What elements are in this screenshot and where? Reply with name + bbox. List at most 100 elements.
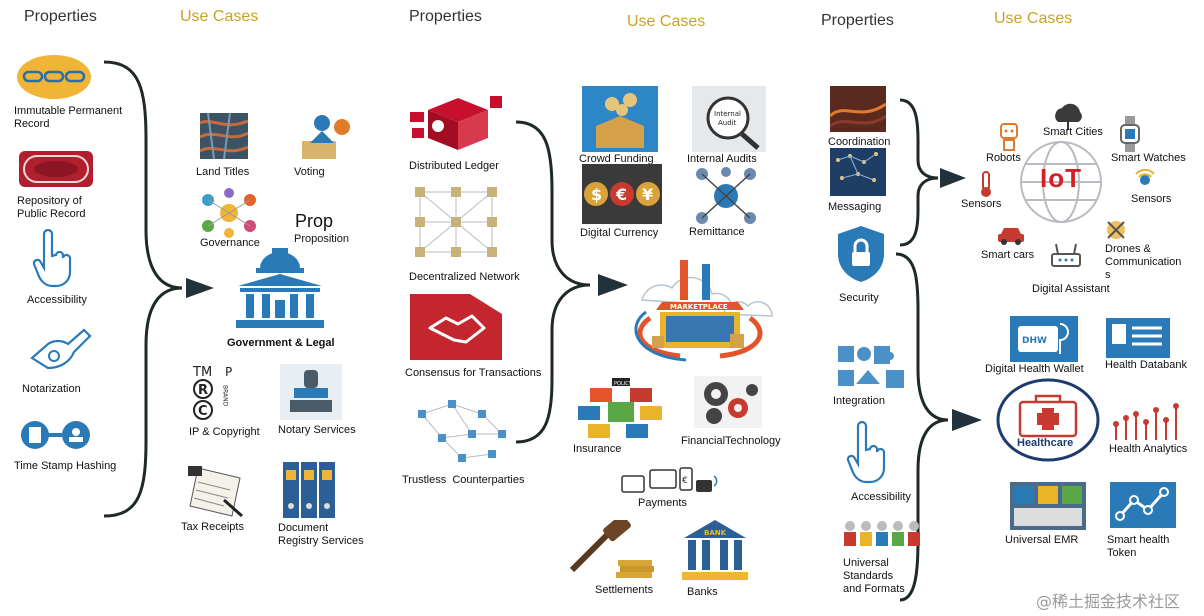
- document-registry-image: [283, 462, 335, 518]
- marketplace-hub-image: MARKETPLACE: [634, 260, 773, 362]
- property-coordination: Coordination: [828, 136, 891, 148]
- svg-text:$: $: [591, 185, 602, 204]
- svg-text:C: C: [198, 404, 208, 419]
- use-case-land-titles: Land Titles: [196, 166, 250, 178]
- digital-assistant-icon: [1051, 243, 1081, 267]
- use-case-digital-currency: Digital Currency: [580, 227, 659, 239]
- iot-globe-icon: [1020, 141, 1102, 223]
- health-universal-emr: Universal EMR: [1005, 534, 1079, 546]
- property-universal-standards: Universal Standards and Formats: [843, 557, 905, 595]
- notary-hand-icon: [30, 328, 92, 370]
- header-use-cases-2: Use Cases: [627, 13, 706, 30]
- property-trustless: Trustless Counterparties: [402, 474, 525, 486]
- header-use-cases-1: Use Cases: [180, 8, 259, 25]
- insurance-image: POLICY: [578, 378, 662, 438]
- iot-center-label: IoT: [1040, 163, 1082, 193]
- notary-services-image: [280, 364, 342, 420]
- use-case-notary-services: Notary Services: [278, 424, 356, 436]
- network-icon: [415, 187, 497, 257]
- tm-text: TM: [192, 365, 212, 380]
- property-distributed-ledger: Distributed Ledger: [409, 160, 499, 172]
- internal-audits-image: Internal Audit: [692, 86, 766, 152]
- svg-text:R: R: [198, 383, 208, 398]
- header-properties-3: Properties: [821, 12, 894, 29]
- ip-copyright-image: TM P R C BRAND: [192, 365, 232, 420]
- fintech-gears-image: [694, 376, 762, 428]
- iot-drones: Drones & Communication s: [1105, 243, 1182, 281]
- marketplace-sign: MARKETPLACE: [670, 303, 728, 311]
- chain-link-icon: [17, 55, 91, 99]
- arrow-section3-health: [952, 409, 982, 431]
- sensor-wave-icon: [1135, 168, 1155, 185]
- iot-smart-watches: Smart Watches: [1111, 152, 1186, 164]
- property-notarization: Notarization: [22, 383, 81, 395]
- property-repository-record: Repository of Public Record: [17, 195, 86, 220]
- p-text: P: [225, 365, 232, 379]
- nodes-icon: [418, 400, 506, 462]
- header-use-cases-3: Use Cases: [994, 10, 1073, 27]
- government-building-icon: [236, 248, 324, 328]
- health-healthcare-hub: Healthcare: [1017, 437, 1074, 449]
- puzzle-icon: [838, 346, 904, 388]
- health-analytics-icon: [1113, 403, 1179, 440]
- internal-audit-text-1: Internal: [714, 110, 741, 118]
- remittance-image: [696, 167, 756, 224]
- use-case-insurance: Insurance: [573, 443, 622, 455]
- brand-text: BRAND: [222, 385, 229, 407]
- property-security: Security: [839, 292, 879, 304]
- sensor-thermometer-icon: [981, 171, 991, 197]
- smart-car-icon: [998, 228, 1024, 245]
- property-messaging: Messaging: [828, 201, 882, 213]
- drone-icon: [1107, 221, 1125, 239]
- voting-image: [302, 115, 350, 159]
- use-case-tax-receipts: Tax Receipts: [181, 521, 244, 533]
- svg-text:€: €: [615, 185, 627, 204]
- watermark-text: @稀土掘金技术社区: [1036, 592, 1181, 611]
- iot-sensors-left: Sensors: [961, 198, 1002, 210]
- handshake-icon: [410, 294, 502, 360]
- use-case-settlements: Settlements: [595, 584, 654, 596]
- use-case-banks: Banks: [687, 586, 718, 598]
- crowd-funding-image: [582, 86, 658, 152]
- use-case-voting: Voting: [294, 166, 325, 178]
- iot-smart-cars: Smart cars: [981, 249, 1035, 261]
- digital-health-wallet-icon: DHW: [1010, 316, 1078, 362]
- robot-icon: [1000, 123, 1018, 151]
- bracket-section3-iot: [899, 98, 939, 180]
- bracket-section2: [515, 120, 591, 287]
- arrow-section1: [186, 278, 214, 298]
- universal-emr-icon: [1010, 482, 1086, 530]
- shield-lock-icon: [838, 226, 884, 282]
- health-databank-icon: [1106, 318, 1170, 358]
- iot-robots: Robots: [986, 152, 1021, 164]
- governance-image: [202, 188, 256, 238]
- use-case-document-registry: Document Registry Services: [278, 522, 364, 547]
- bank-building-image: BANK: [682, 520, 748, 580]
- ledger-icon: [410, 96, 502, 150]
- proposition-big-text: Prop: [295, 211, 334, 231]
- use-case-financial-technology: FinancialTechnology: [681, 435, 781, 447]
- digital-currency-image: $ € ¥: [582, 164, 662, 224]
- policy-text: POLICY: [614, 381, 633, 387]
- bracket-section3-iot-lower: [899, 176, 939, 247]
- arrow-section3-iot: [940, 168, 966, 188]
- property-decentralized-network: Decentralized Network: [409, 271, 520, 283]
- header-properties-2: Properties: [409, 8, 482, 25]
- use-case-crowd-funding: Crowd Funding: [579, 153, 654, 165]
- internal-audit-text-2: Audit: [718, 119, 737, 127]
- header-properties-1: Properties: [24, 8, 97, 25]
- use-case-payments: Payments: [638, 497, 687, 509]
- bracket-section3-health-lower: [899, 418, 949, 602]
- iot-sensors-right: Sensors: [1131, 193, 1172, 205]
- bracket-section1: [103, 60, 183, 290]
- payments-image: €: [621, 467, 718, 493]
- property-accessibility: Accessibility: [27, 294, 87, 306]
- svg-text:¥: ¥: [642, 185, 653, 204]
- tax-receipts-image: [188, 466, 243, 518]
- record-stamp-icon: [19, 151, 93, 187]
- smart-city-cloud-icon: [1055, 103, 1082, 130]
- health-digital-wallet: Digital Health Wallet: [985, 363, 1084, 375]
- dhw-text: DHW: [1022, 336, 1047, 346]
- bracket-section3-health: [895, 252, 949, 422]
- settlements-image: [569, 520, 654, 578]
